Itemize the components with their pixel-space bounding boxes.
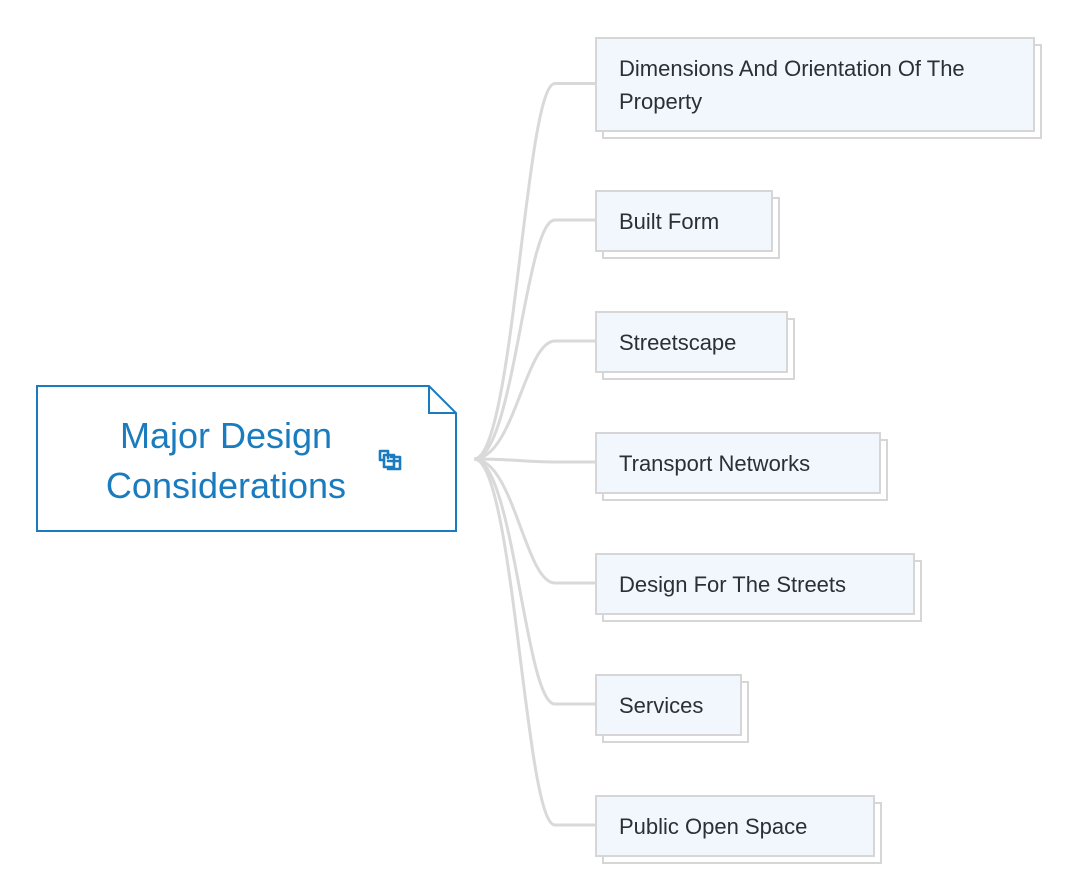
subtopic-box [595, 311, 788, 373]
subtopic-streetscape[interactable]: Streetscape [595, 311, 795, 380]
subtopic-public-open-space[interactable]: Public Open Space [595, 795, 882, 864]
subtopic-box [595, 37, 1035, 132]
subtopic-label: Dimensions And Orientation Of The Proper… [619, 55, 965, 114]
subtopic-box [595, 432, 881, 494]
subtopic-box [595, 674, 742, 736]
connector-dimensions-orientation [473, 82, 595, 461]
subtopic-box [595, 553, 915, 615]
subtopic-box [595, 795, 875, 857]
connector-streetscape [473, 339, 595, 461]
subtopic-built-form[interactable]: Built Form [595, 190, 780, 259]
connector-public-open-space [473, 457, 595, 827]
subtopic-dimensions-orientation[interactable]: Dimensions And Orientation Of The Proper… [595, 37, 1042, 139]
subtopic-transport-networks[interactable]: Transport Networks [595, 432, 888, 501]
central-topic[interactable]: Major Design Considerations [36, 385, 457, 532]
subtopic-box [595, 190, 773, 252]
subtopic-design-streets[interactable]: Design For The Streets [595, 553, 922, 622]
connector-services [473, 457, 595, 706]
connector-transport-networks [473, 457, 595, 464]
subtopic-services[interactable]: Services [595, 674, 749, 743]
subtopic-label: Built Form [619, 208, 720, 234]
subtopic-label: Public Open Space [619, 813, 808, 839]
connector-design-streets [473, 457, 595, 585]
subtopic-label: Streetscape [619, 329, 737, 355]
subtopic-label: Services [619, 692, 704, 718]
central-topic-line-2: Considerations [105, 465, 347, 506]
central-topic-shape [36, 385, 457, 532]
central-topic-text: Major Design Considerations [76, 411, 376, 511]
subtopic-label: Transport Networks [619, 450, 811, 476]
link-icon[interactable] [374, 447, 414, 473]
subtopic-label: Design For The Streets [619, 571, 847, 597]
connector-built-form [473, 218, 595, 461]
central-topic-line-1: Major Design [119, 415, 333, 456]
